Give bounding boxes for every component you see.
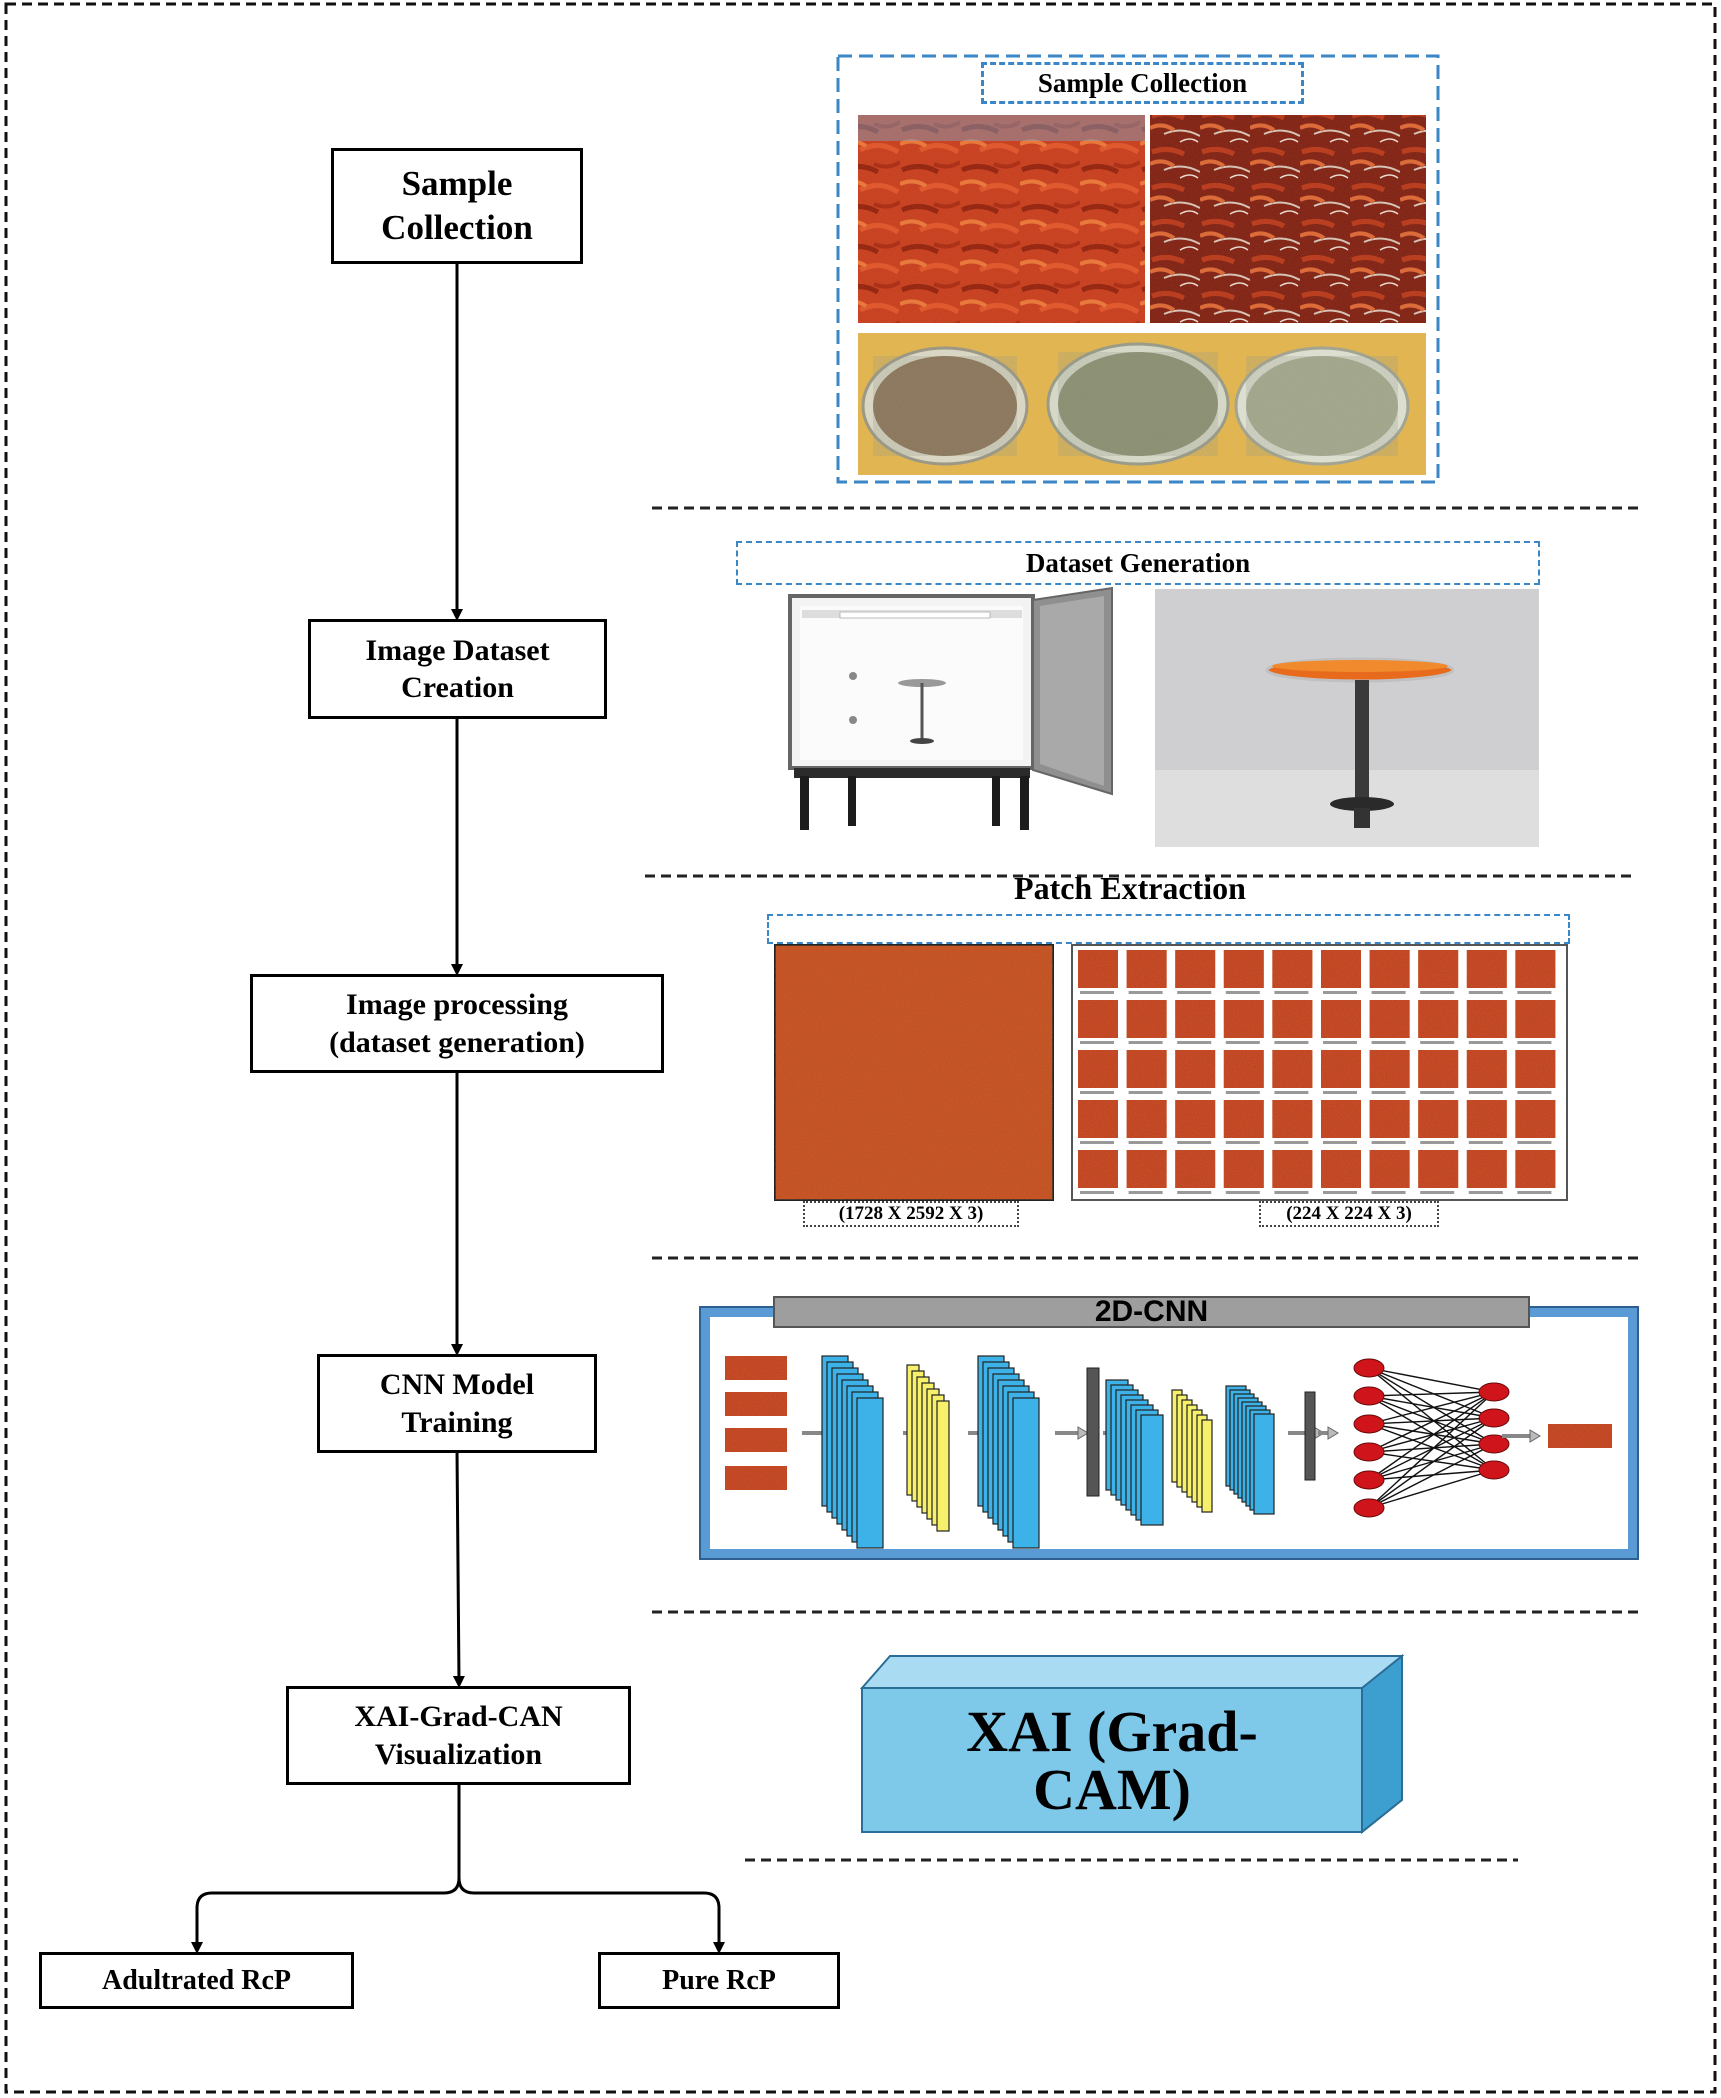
- xai-3d-box: [859, 1653, 1405, 1835]
- step-label-line1: Image processing: [346, 988, 568, 1021]
- neuron: [1353, 1498, 1385, 1518]
- neuron: [1353, 1470, 1385, 1490]
- flatten-bar: [1086, 1367, 1100, 1497]
- cnn-diagram: [699, 1306, 1639, 1560]
- step-label-line1: CNN Model: [379, 1368, 535, 1401]
- feature-map: [1201, 1419, 1213, 1513]
- feature-map: [936, 1400, 950, 1532]
- outcome-adulterated: Adultrated RcP: [39, 1952, 354, 2009]
- xai-label: XAI (Grad- CAM): [862, 1690, 1362, 1832]
- powder-plates-photo: [858, 333, 1426, 475]
- sample-collection-panel: [836, 54, 1440, 484]
- step-image-processing: Image processing (dataset generation): [250, 974, 664, 1073]
- patch-size-label: (224 X 224 X 3): [1259, 1201, 1439, 1227]
- feature-map: [1253, 1413, 1275, 1515]
- flow-connectors: [191, 262, 725, 1954]
- title-text: Sample Collection: [1037, 67, 1248, 98]
- neuron: [1353, 1358, 1385, 1378]
- neuron: [1353, 1442, 1385, 1462]
- neuron: [1353, 1414, 1385, 1434]
- step-sample-collection: Sample Collection: [331, 148, 583, 264]
- step-label-line2: Collection: [381, 208, 533, 247]
- full-sample-image: [774, 944, 1054, 1201]
- step-label-line2: Training: [401, 1405, 513, 1439]
- neuron: [1478, 1460, 1510, 1480]
- patch-extraction-bar: [767, 914, 1570, 944]
- neuron: [1478, 1434, 1510, 1454]
- patch-grid: [1071, 944, 1568, 1201]
- step-label-line2: Visualization: [374, 1737, 543, 1771]
- step-label-line2: Creation: [401, 671, 514, 704]
- feature-map: [856, 1397, 884, 1549]
- neuron: [1478, 1408, 1510, 1428]
- step-image-dataset-creation: Image Dataset Creation: [308, 619, 607, 719]
- imaging-box-photo: [788, 586, 1113, 830]
- step-xai-visualization: XAI-Grad-CAN Visualization: [286, 1686, 631, 1785]
- size-text: (1728 X 2592 X 3): [838, 1203, 984, 1224]
- dataset-generation-title: Dataset Generation: [736, 541, 1540, 585]
- title-text: Dataset Generation: [1025, 547, 1251, 578]
- xai-label-line2: CAM): [1033, 1757, 1191, 1822]
- step-label-line1: Sample: [401, 164, 513, 204]
- sample-collection-title: Sample Collection: [981, 62, 1304, 104]
- neuron: [1353, 1386, 1385, 1406]
- outcome-label: Pure RcP: [662, 1965, 776, 1996]
- step-label-line2: (dataset generation): [329, 1025, 585, 1059]
- full-image-size-label: (1728 X 2592 X 3): [803, 1201, 1019, 1227]
- xai-label-line1: XAI (Grad-: [966, 1699, 1258, 1764]
- feature-map: [1140, 1414, 1164, 1526]
- step-label-line1: XAI-Grad-CAN: [354, 1700, 563, 1733]
- step-label-line1: Image Dataset: [365, 633, 550, 667]
- size-text: (224 X 224 X 3): [1286, 1203, 1412, 1224]
- cnn-title-bar: 2D-CNN: [773, 1296, 1530, 1328]
- sample-stand-photo: [1155, 589, 1539, 847]
- neuron: [1478, 1382, 1510, 1402]
- feature-map: [1012, 1397, 1040, 1549]
- step-cnn-model-training: CNN Model Training: [317, 1354, 597, 1453]
- outcome-label: Adultrated RcP: [102, 1965, 291, 1996]
- outer-frame: [4, 2, 1717, 2094]
- flatten-bar: [1304, 1391, 1316, 1481]
- patch-extraction-title: Patch Extraction: [1014, 870, 1246, 906]
- outcome-pure: Pure RcP: [598, 1952, 840, 2009]
